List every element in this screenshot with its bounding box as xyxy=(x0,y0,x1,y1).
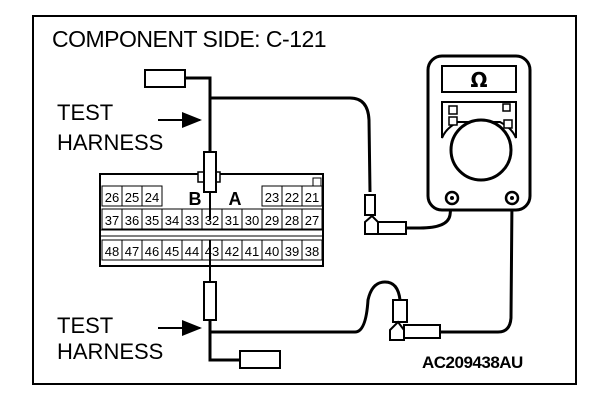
figure-code: AC209438AU xyxy=(422,353,523,372)
meter-range-dial xyxy=(449,118,513,182)
connector-pin-number: 27 xyxy=(305,213,319,228)
connector-pin-number: 34 xyxy=(165,213,179,228)
top-harness-plug xyxy=(144,69,186,88)
connector-pin-number: 44 xyxy=(185,244,199,259)
diagram-title: COMPONENT SIDE: C-121 xyxy=(52,26,327,52)
meter-button xyxy=(502,103,511,112)
connector-c121: 26 25 24 23 22 21 37 36 35 34 33 32 31 30 29 28 27 48 47 46… xyxy=(99,171,324,267)
connector-pin-cell xyxy=(301,239,323,261)
bottom-harness-plug xyxy=(239,350,281,369)
connector-pin-cell xyxy=(301,208,323,230)
connector-pin-cell xyxy=(141,185,163,207)
bottom-probe-sleeve xyxy=(203,281,217,321)
connector-pin-number: 28 xyxy=(285,213,299,228)
connector-pin-number: 24 xyxy=(145,190,159,205)
top-test-harness xyxy=(144,69,372,220)
connector-pin-number: 39 xyxy=(285,244,299,259)
bottom-test-harness xyxy=(203,240,402,369)
ohmmeter: Ω xyxy=(426,54,532,212)
meter-button xyxy=(448,105,458,115)
diagram-frame xyxy=(32,15,577,385)
connector-pin-number: 41 xyxy=(245,244,259,259)
connector-pin-number: 29 xyxy=(265,213,279,228)
connector-pin-number: 23 xyxy=(265,190,279,205)
meter-lead-black xyxy=(389,197,514,341)
connector-pin-number: 48 xyxy=(105,244,119,259)
connector-key xyxy=(312,177,322,187)
connector-pin-number: 46 xyxy=(145,244,159,259)
connector-pin-number: 40 xyxy=(265,244,279,259)
connector-pin-number: 45 xyxy=(165,244,179,259)
connector-side-label: B xyxy=(189,189,202,209)
connector-pin-number: 25 xyxy=(125,190,139,205)
connector-pin-number: 21 xyxy=(305,190,319,205)
connector-pin-number: 32 xyxy=(205,213,219,228)
connector-pin-number: 36 xyxy=(125,213,139,228)
connector-pin-number: 35 xyxy=(145,213,159,228)
connector-pin-number: 22 xyxy=(285,190,299,205)
top-harness-label-line2: HARNESS xyxy=(57,130,164,155)
bottom-harness-label-line2: HARNESS xyxy=(57,339,164,364)
connector-pin-cell xyxy=(301,185,323,207)
meter-display xyxy=(441,65,517,93)
connector-pin-number: 30 xyxy=(245,213,259,228)
connector-pin-number: 43 xyxy=(205,244,219,259)
connector-pin-number: 33 xyxy=(185,213,199,228)
meter-button xyxy=(503,119,513,129)
connector-pin-number: 42 xyxy=(225,244,239,259)
top-probe-sleeve xyxy=(203,151,217,193)
connector-side-label: A xyxy=(229,189,242,209)
connector-pin-number: 38 xyxy=(305,244,319,259)
connector-pin-number: 26 xyxy=(105,190,119,205)
top-harness-label-line1: TEST xyxy=(57,100,114,125)
ohm-symbol: Ω xyxy=(470,68,487,92)
bottom-harness-label-line1: TEST xyxy=(57,313,114,338)
connector-pin-number: 31 xyxy=(225,213,239,228)
connector-pin-number: 37 xyxy=(105,213,119,228)
meter-button xyxy=(448,116,458,126)
meter-lead-red xyxy=(364,194,454,235)
connector-pin-number: 47 xyxy=(125,244,139,259)
